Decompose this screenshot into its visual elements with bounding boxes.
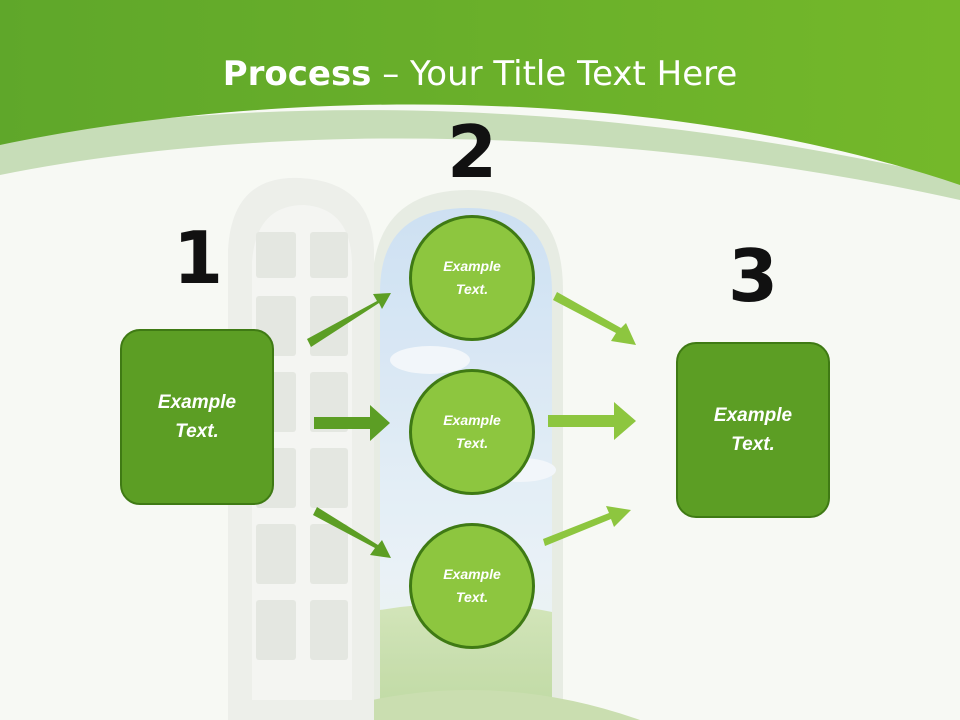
circle-middle-line1: Example xyxy=(443,412,501,428)
arrows-step1-to-step2 xyxy=(307,293,391,558)
arrows-step2-to-step3 xyxy=(543,292,636,546)
circle-top-line2: Text. xyxy=(455,281,489,297)
step-1-box-line2: Text. xyxy=(175,421,219,442)
circle-bottom-line2: Text. xyxy=(455,589,489,605)
circle-middle-line2: Text. xyxy=(455,435,489,451)
title-rest: – Your Title Text Here xyxy=(371,54,738,94)
arrow-from-bottom-circle xyxy=(543,506,631,546)
step-2-circle-bottom: Example Text. xyxy=(409,523,535,649)
step-3-box-line1: Example xyxy=(713,405,793,426)
header-light-swoosh xyxy=(0,110,960,200)
step-3-box: Example Text. xyxy=(676,342,830,518)
arrow-to-top-circle xyxy=(307,293,391,347)
arrow-from-middle-circle xyxy=(548,402,636,440)
arrow-to-bottom-circle xyxy=(313,507,391,558)
arrow-to-middle-circle xyxy=(314,405,390,441)
arrow-from-top-circle xyxy=(553,292,636,345)
step-2-circle-middle: Example Text. xyxy=(409,369,535,495)
circle-bottom-line1: Example xyxy=(443,566,501,582)
step-3-box-line2: Text. xyxy=(731,434,775,455)
step-number-1: 1 xyxy=(172,216,224,300)
step-1-box: Example Text. xyxy=(120,329,274,505)
slide-title: Process – Your Title Text Here xyxy=(0,52,960,96)
step-2-circle-top: Example Text. xyxy=(409,215,535,341)
step-number-2: 2 xyxy=(446,110,498,194)
circle-top-line1: Example xyxy=(443,258,501,274)
header-band xyxy=(0,0,960,185)
title-strong: Process xyxy=(222,54,372,94)
step-number-3: 3 xyxy=(727,234,779,318)
step-1-box-line1: Example xyxy=(157,392,237,413)
